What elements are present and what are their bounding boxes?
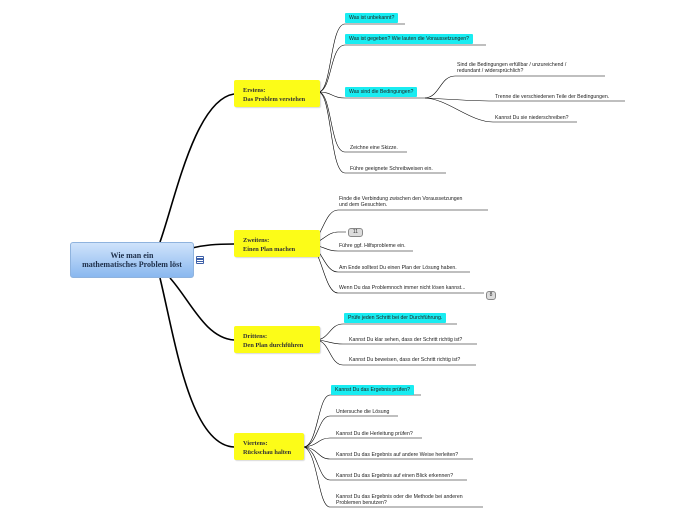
branch-verstehen[interactable]: Erstens: Das Problem verstehen: [234, 80, 320, 107]
leaf-unbekannt[interactable]: Was ist unbekannt?: [345, 13, 399, 23]
leaf-verbindung-line2: und dem Gesuchten.: [339, 202, 388, 208]
collapsed-count-badge[interactable]: 11: [348, 228, 363, 237]
branch-durchfuehren-title: Drittens:: [243, 333, 268, 340]
leaf-bedingungen[interactable]: Was sind die Bedingungen?: [345, 87, 418, 97]
leaf-nicht-loesen[interactable]: Wenn Du das Problemnoch immer nicht löse…: [339, 285, 466, 291]
leaf-erfuellbar[interactable]: Sind die Bedingungen erfüllbar / unzurei…: [457, 62, 566, 74]
branch-plan[interactable]: Zweitens: Einen Plan machen: [234, 230, 320, 257]
leaf-klar-sehen[interactable]: Kannst Du klar sehen, dass der Schritt r…: [349, 337, 463, 343]
leaf-verbindung-line1: Finde die Verbindung zwischen den Voraus…: [339, 196, 463, 202]
leaf-methode[interactable]: Kannst Du das Ergebnis oder die Methode …: [336, 494, 463, 506]
leaf-gegeben[interactable]: Was ist gegeben? Wie lauten die Vorausse…: [345, 34, 474, 44]
branch-plan-title: Zweitens:: [243, 237, 270, 244]
leaf-niederschreiben[interactable]: Kannst Du sie niederschreiben?: [495, 115, 569, 121]
leaf-methode-line1: Kannst Du das Ergebnis oder die Methode …: [336, 494, 463, 500]
leaf-skizze[interactable]: Zeichne eine Skizze.: [350, 145, 398, 151]
branch-verstehen-title: Erstens:: [243, 87, 266, 94]
leaf-trenne[interactable]: Trenne die verschiedenen Teile der Bedin…: [495, 94, 610, 100]
leaf-plan-loesung[interactable]: Am Ende solltest Du einen Plan der Lösun…: [339, 265, 457, 271]
notes-icon[interactable]: [196, 256, 204, 264]
central-topic[interactable]: Wie man ein mathematisches Problem löst: [70, 242, 194, 278]
leaf-untersuche[interactable]: Untersuche die Lösung: [336, 409, 390, 415]
leaf-erfuellbar-line1: Sind die Bedingungen erfüllbar / unzurei…: [457, 62, 567, 68]
branch-verstehen-subtitle: Das Problem verstehen: [243, 95, 306, 103]
leaf-schreibweisen[interactable]: Führe geeignete Schreibweisen ein.: [350, 166, 433, 172]
branch-durchfuehren[interactable]: Drittens: Den Plan durchführen: [234, 326, 320, 353]
central-topic-line2: mathematisches Problem löst: [82, 260, 182, 269]
leaf-beweisen[interactable]: Kannst Du beweisen, dass der Schritt ric…: [349, 357, 461, 363]
leaf-erfuellbar-line2: redundant / widersprüchlich?: [457, 68, 524, 74]
branch-rueckschau[interactable]: Viertens: Rückschau halten: [234, 433, 304, 460]
branch-rueckschau-title: Viertens:: [243, 440, 268, 447]
branch-durchfuehren-subtitle: Den Plan durchführen: [243, 341, 304, 349]
leaf-auf-einen-blick[interactable]: Kannst Du das Ergebnis auf einen Blick e…: [336, 473, 454, 479]
leaf-hilfsprobleme[interactable]: Führe ggf. Hilfsprobleme ein.: [339, 243, 406, 249]
leaf-pruefe-schritt[interactable]: Prüfe jeden Schritt bei der Durchführung…: [344, 313, 447, 323]
leaf-ergebnis-pruefen[interactable]: Kannst Du das Ergebnis prüfen?: [331, 385, 414, 395]
central-topic-line1: Wie man ein: [110, 251, 154, 260]
leaf-herleitung[interactable]: Kannst Du die Herleitung prüfen?: [336, 431, 413, 437]
branch-rueckschau-subtitle: Rückschau halten: [243, 448, 292, 456]
leaf-verbindung[interactable]: Finde die Verbindung zwischen den Voraus…: [339, 196, 462, 208]
more-count-badge[interactable]: 8: [486, 291, 496, 300]
leaf-methode-line2: Problemen benutzen?: [336, 500, 387, 506]
leaf-andere-weise[interactable]: Kannst Du das Ergebnis auf andere Weise …: [336, 452, 459, 458]
branch-plan-subtitle: Einen Plan machen: [243, 245, 296, 253]
